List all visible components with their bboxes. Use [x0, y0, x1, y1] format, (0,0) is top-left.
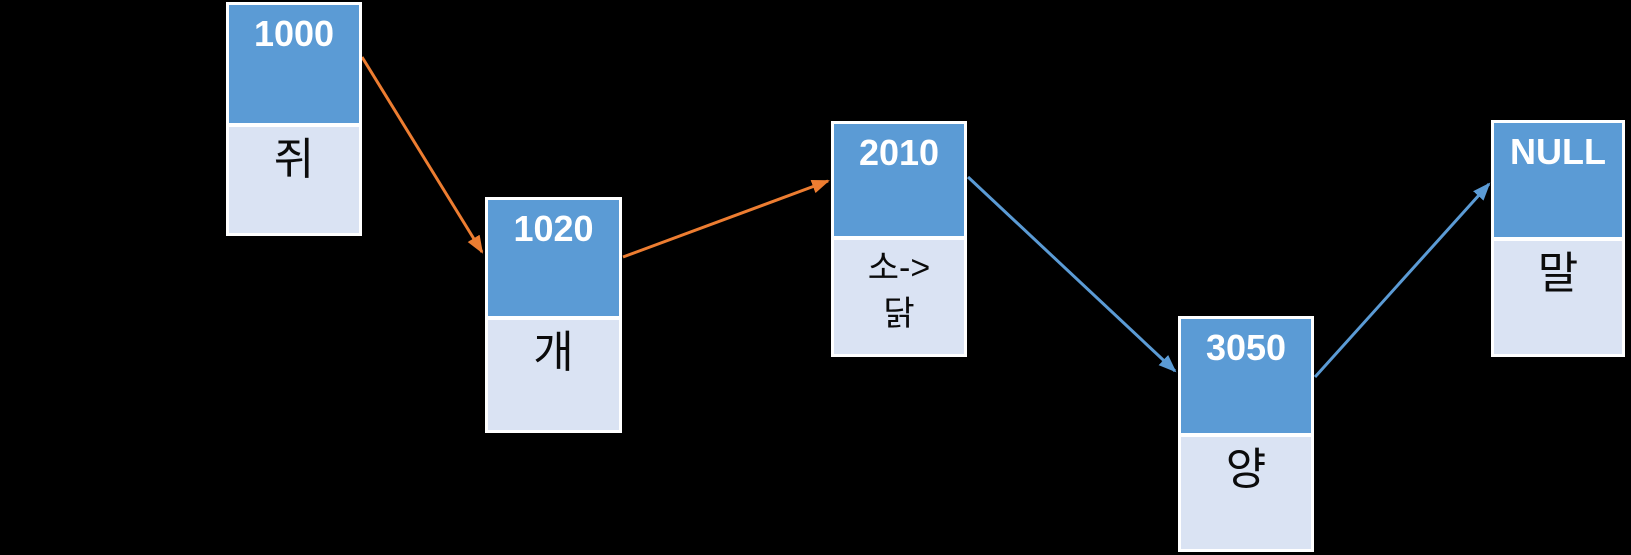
node-address: 2010 [834, 124, 964, 236]
list-node-2010: 2010 소-> 닭 [831, 121, 967, 357]
node-value: 쥐 [229, 127, 359, 233]
arrow-2010-to-3050 [966, 175, 1177, 373]
list-node-NULL: NULL 말 [1491, 120, 1625, 357]
node-value: 소-> 닭 [834, 240, 964, 354]
list-node-3050: 3050 양 [1178, 316, 1314, 552]
arrow-3050-to-NULL [1313, 182, 1491, 379]
node-address: 3050 [1181, 319, 1311, 433]
node-address: NULL [1494, 123, 1622, 237]
arrow-1000-to-1020 [360, 56, 484, 254]
node-value: 말 [1494, 241, 1622, 354]
node-value: 개 [488, 320, 619, 430]
node-value: 양 [1181, 437, 1311, 549]
list-node-1000: 1000 쥐 [226, 2, 362, 236]
node-address: 1020 [488, 200, 619, 316]
arrow-1020-to-2010 [622, 179, 830, 259]
node-address: 1000 [229, 5, 359, 123]
list-node-1020: 1020 개 [485, 197, 622, 433]
